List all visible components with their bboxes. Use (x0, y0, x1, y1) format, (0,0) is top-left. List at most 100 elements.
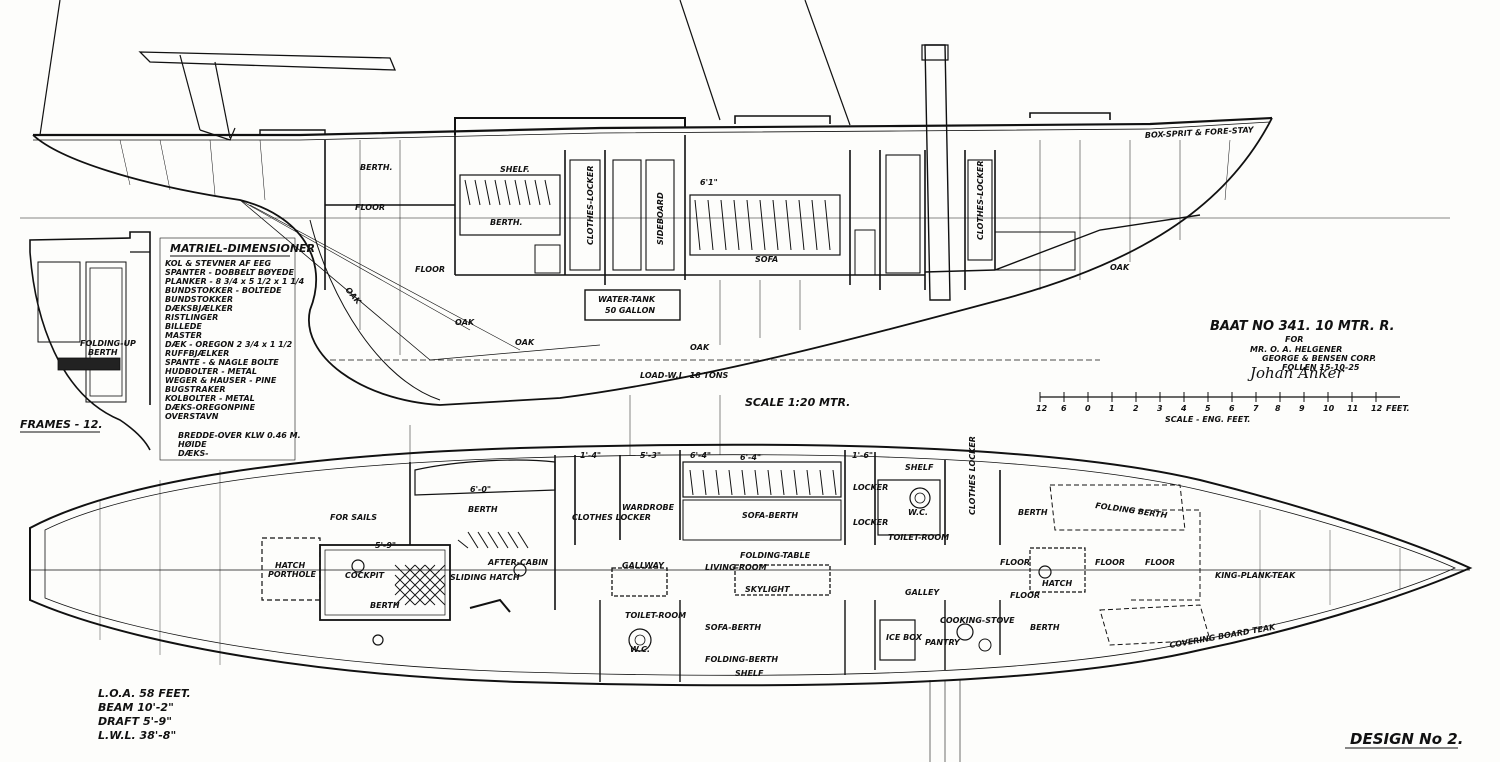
label-floor-2: FLOOR (1095, 558, 1125, 567)
label-frames: FRAMES - 12. (20, 418, 103, 431)
material-line: PLANKER - 8 3/4 x 5 1/2 x 1 1/4 (165, 277, 305, 286)
design-number: DESIGN No 2. (1350, 730, 1463, 748)
label-shelf-2: SHELF (735, 669, 764, 678)
sheer-line (33, 116, 1273, 137)
label-sliding-hatch: SLIDING HATCH (450, 573, 520, 582)
scale-tick-label: 11 (1347, 404, 1358, 413)
material-line: KOLBOLTER - METAL (165, 394, 255, 403)
label-floor-aft: FLOOR (355, 203, 385, 212)
material-line: MASTER (165, 331, 202, 340)
material-line: BUNDSTOKKER - BOLTEDE (165, 286, 282, 295)
shroud-aft (179, 54, 201, 131)
skylight-stbd (734, 564, 831, 596)
dim-line: HØIDE (178, 439, 207, 449)
topping-lift (39, 0, 61, 136)
label-folding-berth: FOLDING-BERTH (705, 655, 778, 664)
scale-tick-label: 1 (1109, 404, 1115, 413)
scale-tick-label: 5 (1205, 404, 1211, 413)
material-line: SPANTER - DOBBELT BØYEDE (165, 267, 295, 277)
label-berth-aft: BERTH. (360, 163, 393, 172)
material-line: BUNDSTOKKER (165, 295, 233, 304)
label-porthole: PORTHOLE (268, 570, 317, 579)
label-toilet-room: TOILET-ROOM (625, 611, 686, 620)
label-berth-port: BERTH (468, 505, 498, 514)
scale-unit: FEET. (1386, 404, 1410, 413)
label-berth-fwd-2: BERTH (1030, 623, 1060, 632)
label-living-room: LIVING-ROOM (705, 563, 767, 572)
material-line: BILLEDE (165, 322, 202, 331)
material-line: DÆKSBJÆLKER (165, 304, 233, 313)
label-galleyway: GALLWAY (622, 561, 665, 570)
scale-tick-label: 3 (1157, 404, 1163, 413)
material-line: WEGER & HAUSER - PINE (165, 376, 277, 385)
label-folding-berth-section: FOLDING-UP (80, 339, 136, 348)
label-sideboard: SIDEBOARD (656, 192, 665, 245)
sofa-stripes-plan (457, 469, 837, 549)
label-locker-2: LOCKER (853, 518, 888, 527)
label-berth-stbd: BERTH (370, 601, 400, 610)
dim-line: BREDDE-OVER KLW 0.46 M. (178, 431, 301, 440)
principal-dimensions: L.O.A. 58 FEET. BEAM 10'-2" DRAFT 5'-9" … (98, 687, 191, 742)
label-water-tank: WATER-TANK (598, 295, 656, 304)
lwl-value: L.W.L. 38'-8" (98, 729, 176, 742)
material-line: RISTLINGER (165, 313, 218, 322)
scale-tick-label: 12 (1371, 404, 1383, 413)
label-water-tank-capacity: 50 GALLON (605, 306, 655, 315)
profile-labels: BERTH. BERTH. SHELF. SOFA CLOTHES-LOCKER… (343, 125, 1254, 409)
scale-tick-label: 4 (1180, 404, 1187, 413)
label-cooking-stove: COOKING-STOVE (940, 616, 1015, 625)
sofa-stripes-profile (464, 179, 831, 251)
label-oak-4: OAK (690, 343, 710, 352)
label-oak-2: OAK (455, 318, 475, 327)
scale-tick-label: 6 (1061, 404, 1067, 413)
label-folding-table: FOLDING-TABLE (740, 551, 811, 560)
label-berth-main: BERTH. (490, 218, 523, 227)
plan-labels: FOR SAILS BERTH BERTH HATCH PORTHOLE COC… (268, 436, 1296, 678)
material-line: DÆK - OREGON 2 3/4 x 1 1/2 (165, 340, 293, 349)
label-wardrobe: WARDROBE (622, 503, 675, 512)
boat-number: BAAT NO 341. 10 MTR. R. (1210, 319, 1395, 334)
drawing-date: FOLLEN 15-10-25 (1282, 363, 1360, 372)
label-wc: W.C. (630, 645, 650, 654)
dim-label: 6'-4" (690, 451, 711, 460)
label-scale-metric: SCALE 1:20 MTR. (745, 396, 850, 409)
label-clothes-locker: CLOTHES LOCKER (572, 513, 651, 522)
label-skylight: SKYLIGHT (745, 585, 790, 594)
cockpit (319, 544, 451, 621)
label-sofa: SOFA (755, 255, 778, 264)
midship-section (29, 231, 151, 451)
label-oak-3: OAK (515, 338, 535, 347)
label-sofa-berth-2: SOFA-BERTH (705, 623, 761, 632)
dim-line: DÆKS- (178, 449, 209, 458)
materials-title: MATRIEL-DIMENSIONER (170, 242, 315, 255)
label-folding-berth-fwd: FOLDING BERTH (1095, 501, 1168, 520)
cockpit-grating (394, 564, 446, 606)
label-wc-fwd: W.C. (908, 508, 928, 517)
skylight-port (611, 567, 668, 597)
owner-name: MR. O. A. HELGENER (1250, 345, 1342, 354)
label-floor-4: FLOOR (1010, 591, 1040, 600)
plan-view (29, 395, 1473, 762)
label-shelf: SHELF (905, 463, 934, 472)
scale-bar: 12 6 0 1 2 3 4 5 6 7 8 9 10 11 12 FEET. … (1036, 392, 1410, 424)
material-line: RUFFBJÆLKER (165, 349, 229, 358)
dim-label: 5'-3" (640, 451, 661, 460)
beam-value: BEAM 10'-2" (98, 701, 174, 714)
water-tank (584, 289, 681, 321)
dim-label: 1'-6" (852, 451, 873, 460)
scale-tick-label: 8 (1275, 404, 1281, 413)
mainsheet (214, 61, 231, 139)
label-oak-1: OAK (343, 286, 363, 307)
label-after-cabin: AFTER-CABIN (487, 558, 548, 567)
keel (309, 219, 441, 401)
label-hatch-aft: HATCH (275, 561, 305, 570)
dim-label: 6'-4" (740, 453, 761, 462)
label-clothes-locker-fwd: CLOTHES-LOCKER (976, 161, 985, 241)
scale-tick-label: 9 (1299, 404, 1305, 413)
label-king-plank: KING-PLANK-TEAK (1215, 571, 1296, 580)
label-sofa-berth: SOFA-BERTH (742, 511, 798, 520)
label-hatch-fwd: HATCH (1042, 579, 1072, 588)
scale-caption: SCALE - ENG. FEET. (1165, 415, 1250, 424)
draft-value: DRAFT 5'-9" (98, 715, 172, 728)
